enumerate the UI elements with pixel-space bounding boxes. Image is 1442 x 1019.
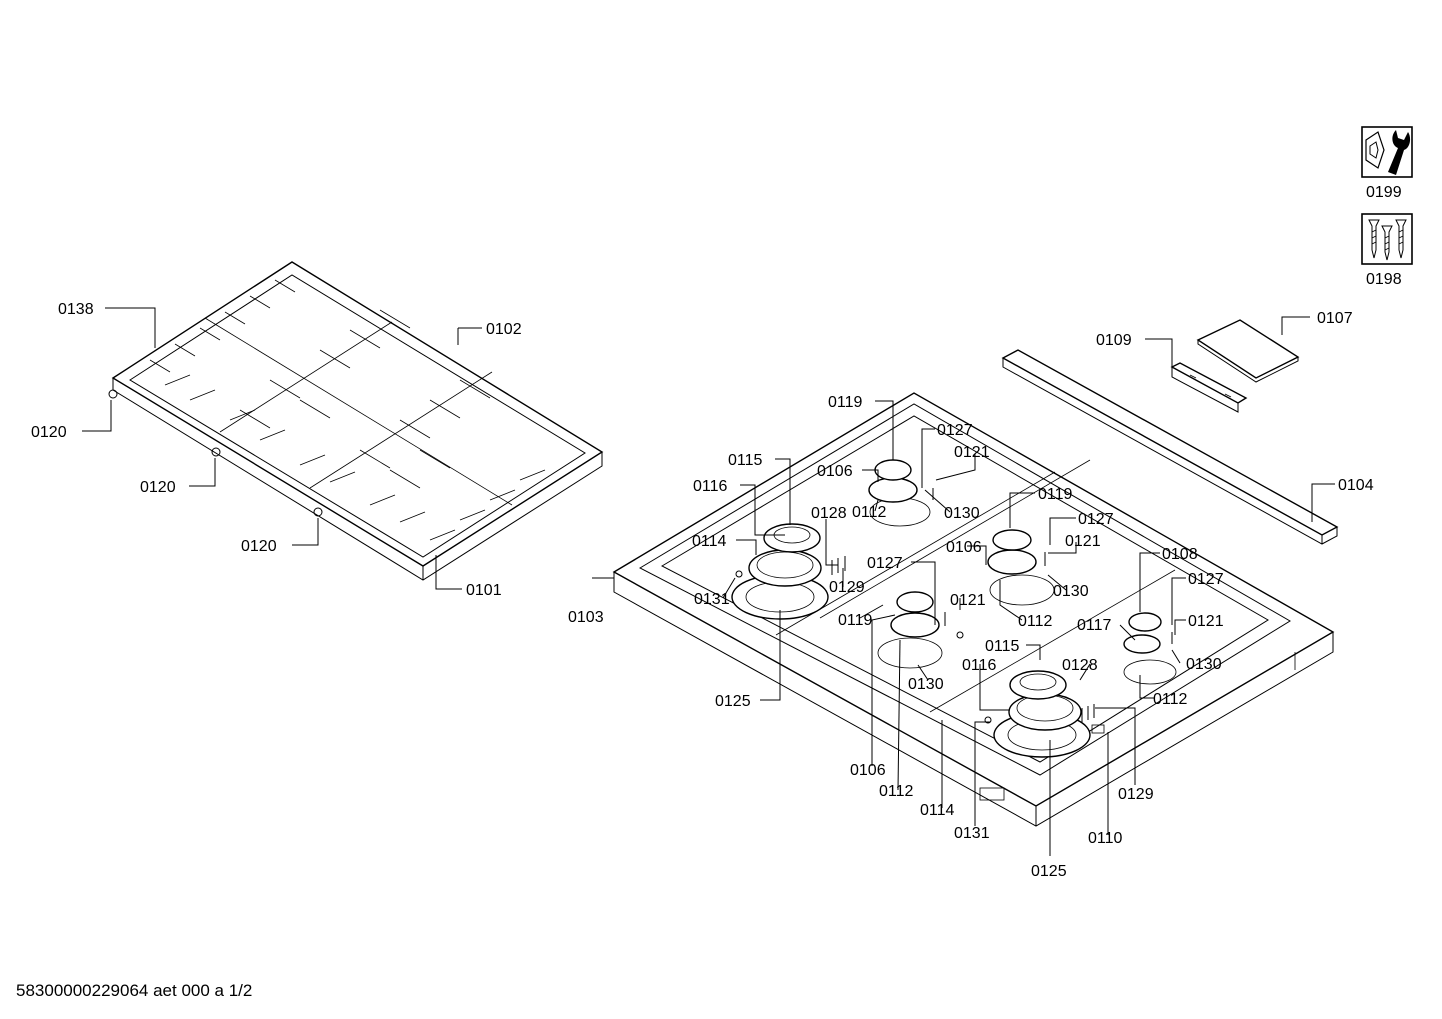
part-label: 0112 [1153, 691, 1188, 708]
part-label: 0107 [1317, 310, 1353, 327]
part-label: 0112 [879, 783, 914, 800]
tool-kit-code: 0199 [1366, 184, 1402, 201]
part-label: 0127 [937, 422, 973, 439]
part-label: 0117 [1077, 617, 1112, 634]
part-label: 0120 [31, 424, 67, 441]
part-label: 0125 [715, 693, 751, 710]
part-label: 0125 [1031, 863, 1067, 880]
part-label: 0103 [568, 609, 604, 626]
part-label: 0106 [850, 762, 886, 779]
part-label: 0114 [920, 802, 955, 819]
bracket [1170, 362, 1248, 413]
part-label: 0127 [1078, 511, 1114, 528]
tool-kit-icon [1361, 126, 1413, 178]
burner-middle [987, 529, 1055, 606]
screw-set-code: 0198 [1366, 271, 1402, 288]
part-label: 0119 [838, 612, 873, 629]
part-labels: 0138 0102 0120 0120 0120 0101 0109 0107 … [31, 301, 1374, 880]
part-label: 0138 [58, 301, 94, 318]
part-label: 0121 [950, 592, 986, 609]
part-label: 0116 [693, 478, 728, 495]
part-label: 0116 [962, 657, 997, 674]
part-label: 0131 [694, 591, 730, 608]
part-label: 0112 [852, 504, 887, 521]
part-label: 0121 [1188, 613, 1224, 630]
part-label: 0130 [908, 676, 944, 693]
part-label: 0120 [241, 538, 277, 555]
pan-support-grid [108, 261, 604, 581]
part-label: 0121 [954, 444, 990, 461]
burner-wok-rear [731, 523, 829, 620]
part-label: 0131 [954, 825, 990, 842]
screw-set-icon [1361, 213, 1413, 265]
part-label: 0108 [1162, 546, 1198, 563]
burner-front-left [877, 591, 943, 669]
part-label: 0115 [728, 452, 763, 469]
document-footer: 58300000229064 aet 000 a 1/2 [16, 981, 253, 1000]
part-label: 0101 [466, 582, 502, 599]
side-trim-bar [1001, 349, 1339, 545]
part-label: 0119 [828, 394, 863, 411]
part-label: 0129 [1118, 786, 1154, 803]
part-label: 0106 [817, 463, 853, 480]
part-label: 0128 [811, 505, 847, 522]
part-label: 0121 [1065, 533, 1101, 550]
part-label: 0127 [867, 555, 903, 572]
part-label: 0130 [944, 505, 980, 522]
part-label: 0115 [985, 638, 1020, 655]
part-label: 0110 [1088, 830, 1123, 847]
part-label: 0119 [1038, 486, 1073, 503]
part-label: 0109 [1096, 332, 1132, 349]
part-label: 0104 [1338, 477, 1374, 494]
part-label: 0130 [1186, 656, 1222, 673]
part-label: 0129 [829, 579, 865, 596]
cover-plate [1196, 319, 1300, 383]
burner-small-right [1123, 612, 1177, 685]
part-label: 0112 [1018, 613, 1053, 630]
part-label: 0120 [140, 479, 176, 496]
part-label: 0106 [946, 539, 982, 556]
part-label: 0127 [1188, 571, 1224, 588]
part-label: 0128 [1062, 657, 1098, 674]
part-label: 0102 [486, 321, 522, 338]
burner-wok-front [993, 670, 1091, 758]
leader-lines [82, 307, 1335, 856]
part-label: 0114 [692, 533, 727, 550]
part-label: 0130 [1053, 583, 1089, 600]
